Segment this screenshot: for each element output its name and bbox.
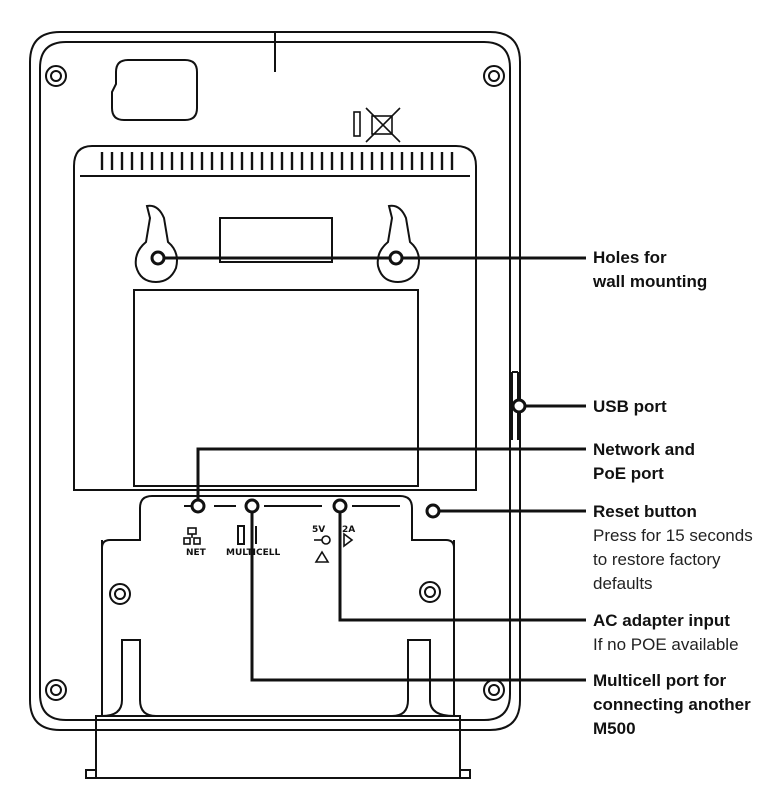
- marker-hole-right: [388, 250, 404, 266]
- multicell-icon: [237, 525, 257, 545]
- label-recess-small: [219, 217, 333, 263]
- callout-wall-mounting: Holes for wall mounting: [593, 246, 707, 294]
- marker-ac-adapter: [332, 498, 348, 514]
- callout-description: defaults: [593, 574, 653, 593]
- marker-usb: [511, 398, 527, 414]
- marker-hole-left: [150, 250, 166, 266]
- callout-title: USB port: [593, 397, 667, 416]
- callout-title: Reset button: [593, 502, 697, 521]
- callout-description: If no POE available: [593, 635, 739, 654]
- power-rating-label: 5V: [312, 525, 325, 535]
- screw-top-right: [483, 65, 505, 87]
- callout-reset: Reset button Press for 15 seconds to res…: [593, 500, 753, 596]
- callout-multicell: Multicell port for connecting another M5…: [593, 669, 751, 741]
- marker-reset: [425, 503, 441, 519]
- callout-title: M500: [593, 719, 636, 738]
- callout-title: connecting another: [593, 695, 751, 714]
- leader-network: [196, 447, 586, 506]
- marker-multicell: [244, 498, 260, 514]
- marker-network: [190, 498, 206, 514]
- device-housing: [29, 31, 521, 731]
- screw-stand-right: [419, 581, 441, 603]
- screw-bottom-right: [483, 679, 505, 701]
- callout-ac-adapter: AC adapter input If no POE available: [593, 609, 739, 657]
- screw-top-left: [45, 65, 67, 87]
- leader-ac-adapter: [338, 506, 586, 622]
- callout-title: PoE port: [593, 464, 664, 483]
- screw-stand-left: [109, 583, 131, 605]
- callout-title: Network and: [593, 440, 696, 459]
- callout-usb: USB port: [593, 395, 667, 419]
- keyhole-right: [376, 204, 420, 284]
- callout-network: Network and PoE port: [593, 438, 695, 486]
- back-panel: [73, 145, 477, 491]
- stand-base: [95, 715, 461, 779]
- net-label: NET: [186, 548, 207, 558]
- callout-title: Multicell port for: [593, 671, 727, 690]
- callout-description: Press for 15 seconds: [593, 526, 753, 545]
- weee-disposal-icon: [353, 107, 401, 143]
- stand: [101, 495, 455, 718]
- callout-title: AC adapter input: [593, 611, 730, 630]
- battery-door: [111, 59, 198, 121]
- vent-slots: [100, 152, 454, 170]
- label-recess-large: [133, 289, 419, 487]
- leader-multicell: [250, 506, 586, 682]
- screw-bottom-left: [45, 679, 67, 701]
- callout-title: Holes for: [593, 248, 667, 267]
- keyhole-left: [134, 204, 178, 284]
- device-housing-inner: [39, 41, 511, 721]
- ethernet-icon: [183, 527, 201, 545]
- callout-description: to restore factory: [593, 550, 721, 569]
- callout-title: wall mounting: [593, 272, 708, 291]
- amperage-label: 2A: [342, 525, 355, 535]
- power-polarity-icon: [314, 532, 354, 563]
